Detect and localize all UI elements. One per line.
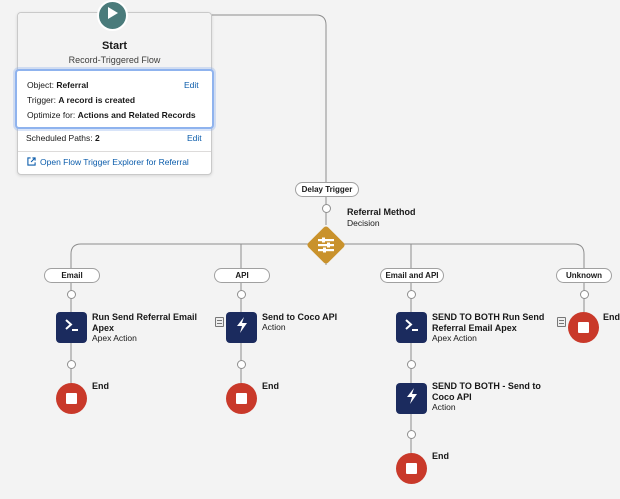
object-row: Object: Referral — [27, 80, 88, 90]
branch-api-pill[interactable]: API — [214, 268, 270, 283]
email-action-type: Apex Action — [92, 333, 137, 343]
start-play-button[interactable] — [97, 0, 128, 31]
both-email-action-type: Apex Action — [432, 333, 477, 343]
both-email-action-title: SEND TO BOTH Run Send Referral Email Ape… — [432, 312, 545, 333]
description-icon — [557, 317, 566, 327]
connector-node[interactable] — [407, 290, 416, 299]
scheduled-value: 2 — [95, 133, 100, 143]
end-node[interactable] — [396, 453, 427, 484]
action-node[interactable] — [396, 383, 427, 414]
end-node[interactable] — [226, 383, 257, 414]
description-icon — [215, 317, 224, 327]
connector-node[interactable] — [237, 360, 246, 369]
branch-email-pill[interactable]: Email — [44, 268, 100, 283]
scheduled-label: Scheduled Paths: — [26, 133, 93, 143]
play-icon — [107, 6, 119, 25]
branch-email-api-pill[interactable]: Email and API — [380, 268, 444, 283]
end-node[interactable] — [568, 312, 599, 343]
api-action-type: Action — [262, 322, 286, 332]
start-title: Start — [101, 40, 128, 52]
branch-unknown-pill[interactable]: Unknown — [556, 268, 612, 283]
connector-node[interactable] — [322, 204, 331, 213]
both-api-action-title: SEND TO BOTH - Send to Coco API — [432, 381, 541, 402]
edit-trigger-link[interactable]: Edit — [184, 80, 199, 90]
api-action-title: Send to Coco API — [262, 312, 338, 322]
stop-icon — [406, 463, 417, 474]
open-trigger-explorer-link[interactable]: Open Flow Trigger Explorer for Referral — [27, 157, 189, 168]
lightning-icon — [405, 387, 419, 410]
object-label: Object: — [27, 80, 54, 90]
trigger-value: A record is created — [58, 95, 136, 105]
both-api-action-type: Action — [432, 402, 456, 412]
connector-node[interactable] — [407, 360, 416, 369]
external-link-icon — [27, 157, 36, 168]
edit-scheduled-link[interactable]: Edit — [187, 133, 202, 143]
lightning-icon — [235, 316, 249, 339]
start-subtitle: Record-Triggered Flow — [68, 55, 161, 65]
decision-type: Decision — [347, 218, 380, 228]
apex-terminal-icon — [64, 318, 80, 337]
trigger-label: Trigger: — [27, 95, 56, 105]
scheduled-paths-row: Scheduled Paths: 2 — [26, 133, 100, 143]
optimize-value: Actions and Related Records — [77, 110, 196, 120]
stop-icon — [66, 393, 77, 404]
connector-node[interactable] — [67, 290, 76, 299]
divider — [18, 151, 211, 152]
stop-icon — [236, 393, 247, 404]
optimize-label: Optimize for: — [27, 110, 76, 120]
apex-action-node[interactable] — [56, 312, 87, 343]
decision-title: Referral Method — [347, 207, 416, 217]
end-label: End — [432, 451, 449, 461]
decision-icon — [307, 226, 345, 264]
end-label: End — [603, 312, 620, 322]
optimize-row: Optimize for: Actions and Related Record… — [27, 110, 196, 120]
action-node[interactable] — [226, 312, 257, 343]
connector-node[interactable] — [407, 430, 416, 439]
stop-icon — [578, 322, 589, 333]
start-card[interactable]: Start Record-Triggered Flow Object: Refe… — [15, 12, 214, 175]
trigger-settings-box[interactable]: Object: Referral Edit Trigger: A record … — [15, 69, 214, 129]
end-label: End — [92, 381, 109, 391]
email-action-title: Run Send Referral Email Apex — [92, 312, 198, 333]
object-value: Referral — [56, 80, 89, 90]
delay-trigger-pill[interactable]: Delay Trigger — [295, 182, 359, 197]
connector-node[interactable] — [67, 360, 76, 369]
trigger-row: Trigger: A record is created — [27, 95, 135, 105]
apex-terminal-icon — [404, 318, 420, 337]
decision-node[interactable] — [306, 225, 346, 265]
end-label: End — [262, 381, 279, 391]
end-node[interactable] — [56, 383, 87, 414]
connector-node[interactable] — [237, 290, 246, 299]
explorer-link-label: Open Flow Trigger Explorer for Referral — [40, 157, 189, 167]
apex-action-node[interactable] — [396, 312, 427, 343]
connector-node[interactable] — [580, 290, 589, 299]
